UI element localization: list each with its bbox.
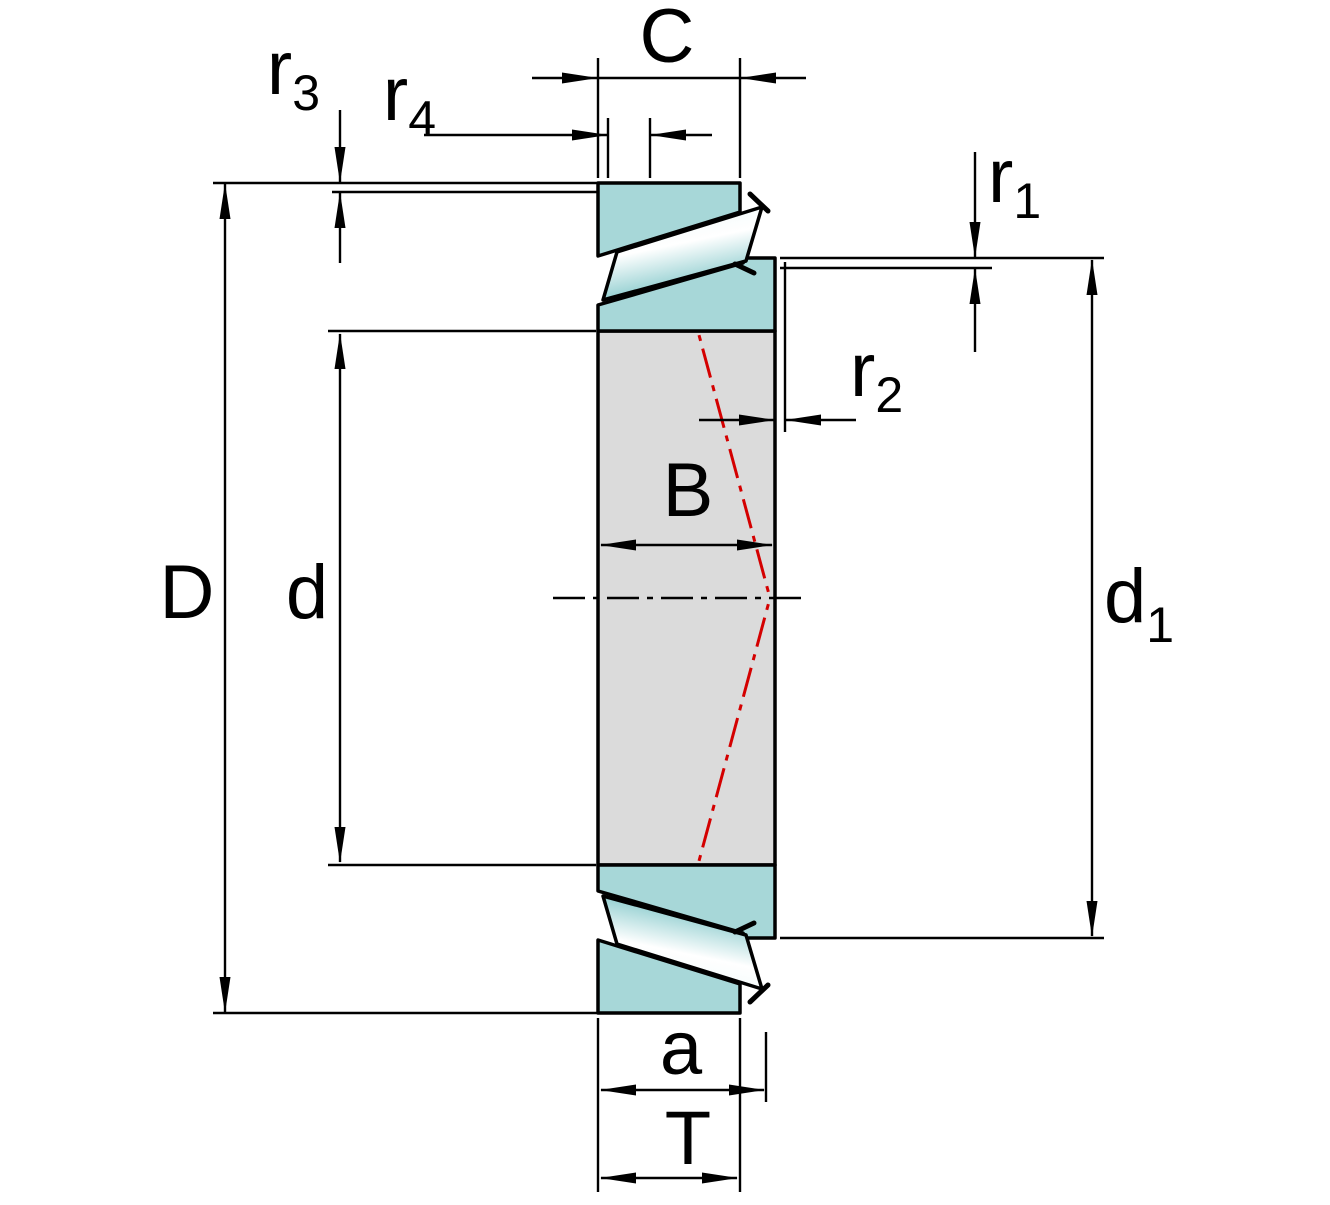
dim-B: B: [600, 448, 773, 551]
dim-C: C: [532, 0, 806, 178]
dim-d1: d1: [780, 256, 1174, 940]
dim-r4: r4: [383, 52, 712, 178]
tapered-roller: [601, 205, 764, 302]
label-r1: r1: [988, 134, 1041, 229]
dim-r3: r3: [267, 26, 597, 263]
label-B: B: [663, 448, 714, 533]
label-C: C: [640, 0, 695, 79]
cage-section-inner: [732, 261, 757, 276]
label-d: d: [286, 550, 328, 635]
dim-a: a: [596, 1006, 768, 1192]
dim-T: T: [600, 1018, 742, 1192]
dim-r1: r1: [780, 134, 1041, 352]
label-a: a: [660, 1006, 703, 1091]
label-D: D: [160, 550, 215, 635]
dim-d: d: [286, 329, 596, 867]
label-r4: r4: [383, 52, 436, 147]
dim-D: D: [160, 181, 597, 1015]
label-T: T: [665, 1096, 711, 1181]
label-r2: r2: [850, 328, 903, 423]
dim-r2: r2: [699, 262, 903, 432]
cage-section-outer: [747, 191, 771, 214]
bearing-top-half: [596, 181, 777, 599]
label-r3: r3: [267, 26, 320, 121]
label-d1: d1: [1104, 554, 1174, 653]
